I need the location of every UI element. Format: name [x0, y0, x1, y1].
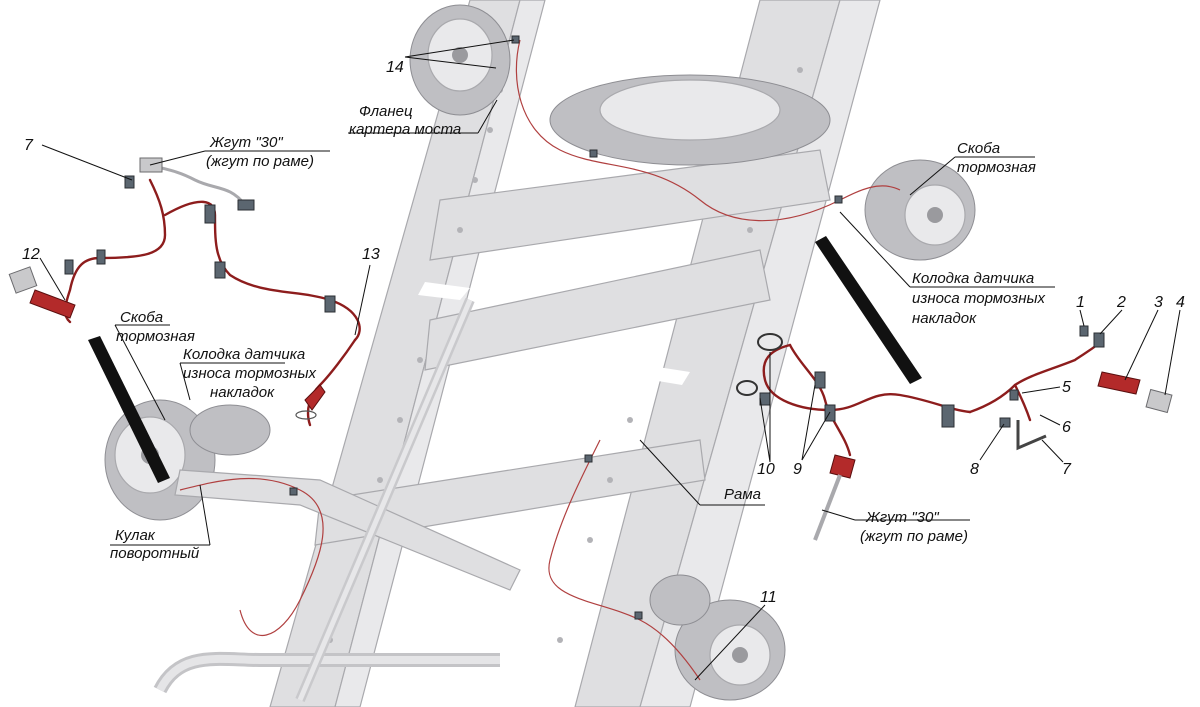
label-knuckle-2: поворотный — [110, 545, 200, 562]
part-1 — [1079, 325, 1089, 337]
label-pad-right-3: накладок — [912, 310, 977, 327]
wear-sensor-3 — [1097, 371, 1141, 395]
callout-1: 1 — [1076, 294, 1085, 311]
label-pad-left-3: накладок — [210, 384, 275, 401]
callout-12: 12 — [22, 246, 40, 263]
callout-10: 10 — [757, 461, 775, 478]
label-pad-right-1: Колодка датчика — [912, 270, 1034, 287]
label-pad-left-1: Колодка датчика — [183, 346, 305, 363]
wear-sensor-12 — [29, 289, 76, 319]
install-arrow-right — [815, 236, 922, 384]
front-axle-beam — [174, 469, 521, 591]
exploded-harness-right — [736, 236, 1173, 541]
leader-lines — [39, 39, 1181, 681]
cross-member-rear — [314, 439, 706, 546]
callout-6: 6 — [1062, 419, 1071, 436]
sensor-cap-4 — [1145, 388, 1173, 414]
callout-14: 14 — [386, 59, 404, 76]
label-pad-right-2: износа тормозных — [912, 290, 1045, 307]
label-bracket-right-1: Скоба — [957, 140, 1000, 157]
bolt-7-left — [124, 175, 135, 189]
label-frame: Рама — [724, 486, 761, 503]
label-bracket-left-1: Скоба — [120, 309, 163, 326]
wear-sensor-13 — [304, 384, 326, 411]
text-labels: 7 Жгут "30" (жгут по раме) 12 13 14 Флан… — [22, 59, 1185, 606]
label-knuckle-1: Кулак — [115, 527, 156, 544]
connector-right — [941, 404, 955, 428]
label-harness-30-right-sub: (жгут по раме) — [860, 528, 968, 545]
callout-5: 5 — [1062, 379, 1071, 396]
sensor-cap-left — [8, 266, 38, 294]
part-8 — [999, 417, 1011, 428]
callout-8: 8 — [970, 461, 979, 478]
callout-9: 9 — [793, 461, 802, 478]
label-flange-1: Фланец — [359, 103, 413, 120]
clamp-10b — [736, 380, 758, 396]
part-2 — [1093, 332, 1105, 348]
callout-7-left: 7 — [24, 137, 34, 154]
callout-4: 4 — [1176, 294, 1185, 311]
wire-clip — [204, 204, 216, 224]
vehicle-frame — [104, 0, 976, 707]
callout-13: 13 — [362, 246, 380, 263]
install-arrow-left — [88, 336, 170, 483]
installed-harness — [179, 35, 901, 681]
callout-2: 2 — [1116, 294, 1126, 311]
bracket-6 — [1016, 420, 1047, 451]
clamp-10a — [757, 333, 783, 351]
exploded-harness-left — [8, 157, 361, 483]
label-flange-2: картера моста — [349, 121, 461, 138]
callout-11: 11 — [760, 589, 777, 606]
harness-30-connector-right — [829, 454, 856, 479]
part-5 — [1009, 389, 1019, 401]
label-harness-30-left-sub: (жгут по раме) — [206, 153, 314, 170]
label-bracket-left-2: тормозная — [116, 328, 195, 345]
label-harness-30-right: Жгут "30" — [865, 509, 939, 526]
cross-member-front — [429, 149, 831, 261]
cross-member-mid — [424, 249, 771, 371]
callout-3: 3 — [1154, 294, 1163, 311]
label-pad-left-2: износа тормозных — [183, 365, 316, 382]
callout-7-right: 7 — [1062, 461, 1072, 478]
label-harness-30-left: Жгут "30" — [209, 134, 283, 151]
label-bracket-right-2: тормозная — [957, 159, 1036, 176]
wire-clip-9 — [814, 371, 826, 389]
